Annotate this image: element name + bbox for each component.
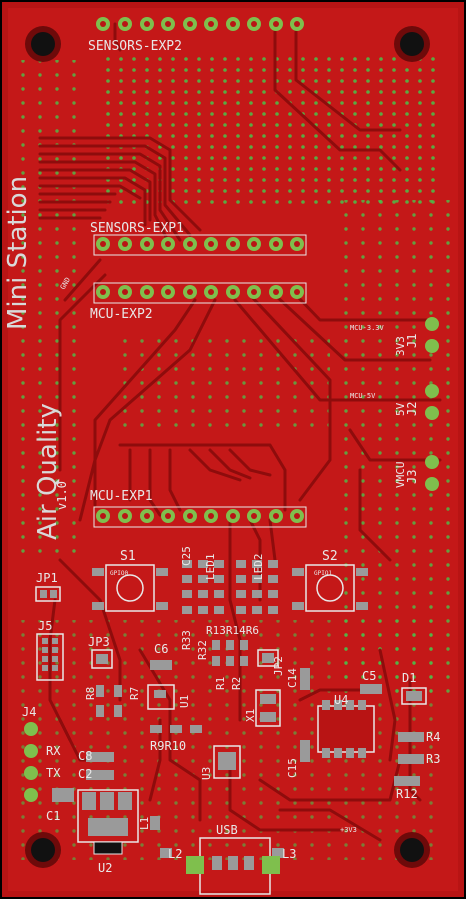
label-mcu-exp1: MCU-EXP1: [90, 489, 153, 504]
label-mcu-exp2: MCU-EXP2: [90, 307, 153, 322]
capacitors-c14-c15: [300, 668, 310, 762]
label-sensors-exp1: SENSORS-EXP1: [90, 221, 184, 236]
mounting-hole-top-left: [25, 26, 61, 62]
connector-j1: [425, 317, 439, 353]
label-l3: L3: [282, 847, 296, 861]
label-d1: D1: [402, 671, 416, 685]
inductor-l2: [160, 848, 172, 858]
switch-s1: [92, 564, 168, 612]
board-title-line2: Mini Station: [3, 176, 33, 330]
label-r7: R7: [128, 687, 141, 700]
label-mcu-5v: MCU-5V: [350, 392, 376, 400]
label-x1: X1: [244, 709, 257, 722]
label-usb: USB: [216, 823, 238, 837]
label-gpio1: GPIO1: [314, 570, 332, 577]
capacitor-c6: [150, 660, 172, 670]
label-jp2: JP2: [272, 656, 285, 676]
label-c14: C14: [286, 668, 299, 688]
regulator-u2: [77, 789, 139, 855]
diode-d1: [401, 687, 427, 705]
capacitor-c5: [360, 684, 382, 694]
ic-u1: [147, 684, 175, 710]
label-j5: J5: [38, 619, 52, 633]
label-u1: U1: [178, 695, 191, 708]
label-rx: RX: [46, 744, 61, 758]
label-r3: R3: [426, 752, 440, 766]
label-j2: J2: [405, 402, 419, 416]
via-field-right: [340, 200, 450, 700]
ic-u3: [213, 745, 241, 779]
label-l1: L1: [138, 817, 151, 830]
label-led2: LED2: [252, 554, 265, 581]
label-gpio0: GPIO0: [110, 570, 128, 577]
label-r9r10: R9R10: [150, 739, 186, 753]
label-led1: LED1: [204, 554, 217, 581]
label-r2: R2: [230, 677, 243, 690]
label-c2: C2: [78, 767, 92, 781]
resistors-r7-r8: [96, 685, 122, 717]
label-tx: TX: [46, 766, 61, 780]
connector-j5: [36, 633, 64, 681]
resistor-led-array: [182, 560, 278, 666]
label-r32: R32: [196, 640, 209, 660]
label-r1: R1: [214, 677, 227, 690]
usb-connector: [186, 837, 280, 895]
jumper-jp2: [257, 649, 279, 667]
label-c25: C25: [180, 546, 193, 566]
label-c8: C8: [78, 749, 92, 763]
resistors-r9-r10: [150, 725, 202, 733]
capacitors-c8-c2: [86, 752, 114, 780]
board-title-line1: Air Quality: [33, 403, 63, 540]
label-r12: R12: [396, 787, 418, 801]
label-j3: J3: [405, 470, 419, 484]
label-j4: J4: [22, 705, 36, 719]
crystal-x1: [255, 689, 281, 727]
mounting-hole-bottom-left: [25, 832, 61, 868]
label-r8: R8: [84, 687, 97, 700]
copper-traces: [38, 22, 442, 842]
label-l2: L2: [168, 847, 182, 861]
connector-j3: [425, 455, 439, 491]
ic-u4: [317, 700, 375, 758]
mounting-hole-bottom-right: [394, 832, 430, 868]
label-u3: U3: [200, 767, 213, 780]
inductor-l3: [272, 848, 284, 858]
switch-s2: [292, 564, 368, 612]
label-sensors-exp2: SENSORS-EXP2: [88, 39, 182, 54]
label-mcu-3v3: MCU-3.3V: [350, 324, 385, 332]
capacitor-c1: [52, 788, 74, 802]
label-s2: S2: [322, 549, 338, 564]
label-s1: S1: [120, 549, 136, 564]
label-c1: C1: [46, 809, 60, 823]
label-vmcu: VMCU: [394, 462, 407, 489]
label-u4: U4: [334, 693, 348, 707]
connector-j2: [425, 384, 439, 420]
label-3v3: 3V3: [394, 336, 407, 356]
label-c6: C6: [154, 642, 168, 656]
jumper-jp3: [91, 649, 113, 669]
connector-j4: [24, 722, 38, 802]
label-jp1: JP1: [36, 571, 58, 585]
label-5v: 5V: [394, 402, 407, 416]
resistors-r4-r3-r12: [394, 732, 424, 786]
label-j1: J1: [405, 334, 419, 348]
label-r13r14r6: R13R14R6: [206, 624, 259, 637]
label-c15: C15: [286, 758, 299, 778]
label-u2: U2: [98, 861, 112, 875]
label-r33: R33: [180, 630, 193, 650]
label-jp3: JP3: [88, 635, 110, 649]
label-r4: R4: [426, 730, 440, 744]
jumper-jp1: [35, 586, 61, 602]
board-version: v1.0: [55, 481, 69, 510]
label-plus-3v3: +3V3: [340, 826, 357, 834]
inductor-l1: [150, 816, 160, 830]
mounting-hole-top-right: [394, 26, 430, 62]
label-c5: C5: [362, 669, 376, 683]
